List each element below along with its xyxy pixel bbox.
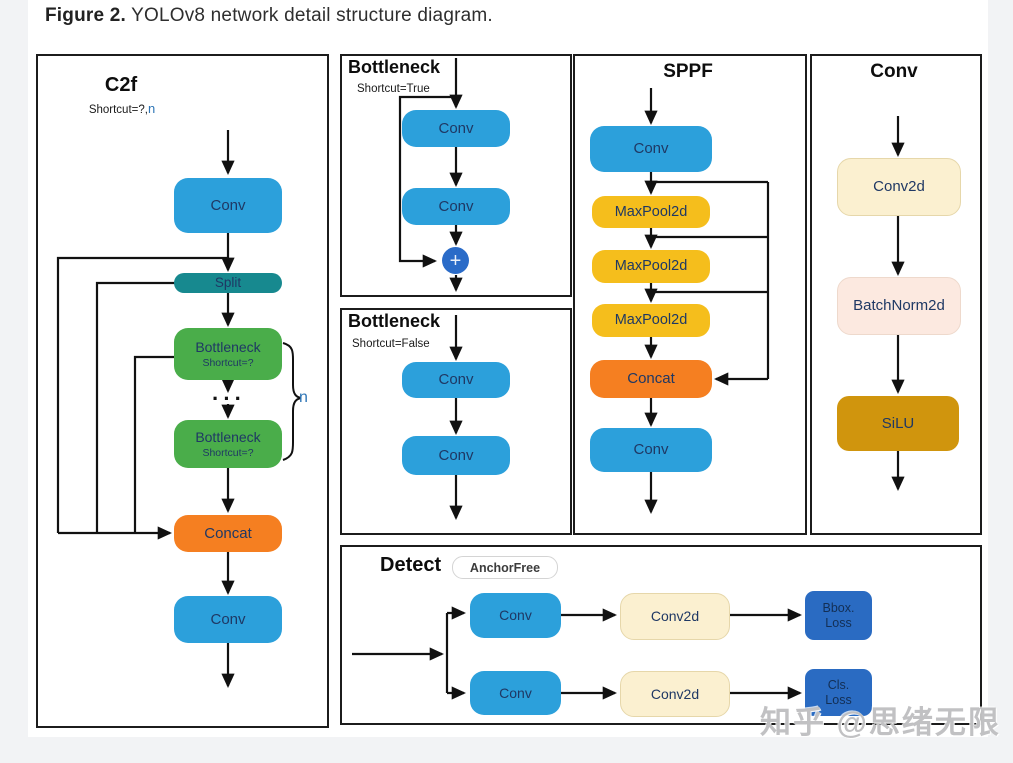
detect-title: Detect bbox=[380, 554, 442, 576]
c2f-subtitle-n: n bbox=[147, 101, 156, 116]
c2f-split-node: Split bbox=[174, 273, 282, 293]
c2f-conv-out-node: Conv bbox=[174, 596, 282, 643]
figure-caption-text: YOLOv8 network detail structure diagram. bbox=[125, 5, 493, 26]
bottleneck-true-title: Bottleneck bbox=[348, 57, 441, 77]
detect-cls-loss-node: Cls. Loss bbox=[805, 669, 872, 716]
figure-caption-number: Figure 2. bbox=[45, 5, 126, 26]
bottleneck-false-conv1-node: Conv bbox=[402, 362, 510, 398]
cls-loss-line1: Cls. bbox=[827, 678, 850, 693]
c2f-panel bbox=[36, 54, 329, 728]
bottleneck-false-conv2-node: Conv bbox=[402, 436, 510, 475]
sppf-conv-out-node: Conv bbox=[590, 428, 712, 472]
sppf-panel bbox=[573, 54, 807, 535]
bbox-loss-line1: Bbox. bbox=[822, 601, 855, 616]
c2f-conv-in-node: Conv bbox=[174, 178, 282, 233]
conv-panel bbox=[810, 54, 982, 535]
c2f-ellipsis: ··· bbox=[212, 386, 246, 411]
figure-caption: Figure 2. YOLOv8 network detail structur… bbox=[45, 5, 493, 27]
c2f-bottleneck-bottom-label: Bottleneck bbox=[195, 428, 261, 445]
add-operation-icon: + bbox=[442, 247, 469, 274]
zhihu-watermark: 知乎 @思绪无限 bbox=[760, 705, 1001, 740]
c2f-concat-node: Concat bbox=[174, 515, 282, 552]
c2f-bottleneck-bottom-node: Bottleneck Shortcut=? bbox=[174, 420, 282, 468]
c2f-bottleneck-top-label: Bottleneck bbox=[195, 338, 261, 355]
bottleneck-false-subtitle: Shortcut=False bbox=[352, 338, 430, 350]
bottleneck-false-panel bbox=[340, 308, 572, 535]
c2f-subtitle-text: Shortcut=?, bbox=[88, 104, 148, 116]
sppf-maxpool2-node: MaxPool2d bbox=[592, 250, 710, 283]
sppf-maxpool1-node: MaxPool2d bbox=[592, 196, 710, 228]
c2f-bottleneck-top-node: Bottleneck Shortcut=? bbox=[174, 328, 282, 380]
detect-panel bbox=[340, 545, 982, 725]
c2f-title: C2f bbox=[104, 74, 138, 96]
conv-block-silu-node: SiLU bbox=[837, 396, 959, 451]
conv-block-title: Conv bbox=[870, 61, 918, 82]
sppf-title: SPPF bbox=[663, 61, 713, 82]
detect-conv2d-top-node: Conv2d bbox=[620, 593, 730, 640]
conv-block-batchnorm-node: BatchNorm2d bbox=[837, 277, 961, 335]
c2f-subtitle: Shortcut=?,n bbox=[58, 101, 186, 116]
detect-conv2d-bottom-node: Conv2d bbox=[620, 671, 730, 717]
bbox-loss-line2: Loss bbox=[825, 615, 852, 630]
cls-loss-line2: Loss bbox=[825, 692, 852, 707]
sppf-maxpool3-node: MaxPool2d bbox=[592, 304, 710, 337]
sppf-conv-in-node: Conv bbox=[590, 126, 712, 172]
anchorfree-badge: AnchorFree bbox=[452, 556, 558, 579]
conv-block-conv2d-node: Conv2d bbox=[837, 158, 961, 216]
bottleneck-true-conv2-node: Conv bbox=[402, 188, 510, 225]
detect-conv-top-node: Conv bbox=[470, 593, 561, 638]
bottleneck-true-subtitle: Shortcut=True bbox=[357, 83, 430, 95]
bottleneck-true-panel bbox=[340, 54, 572, 297]
detect-bbox-loss-node: Bbox. Loss bbox=[805, 591, 872, 640]
c2f-n-repeat-label: n bbox=[299, 389, 308, 406]
bottleneck-true-conv1-node: Conv bbox=[402, 110, 510, 147]
c2f-bottleneck-bottom-sub: Shortcut=? bbox=[202, 447, 254, 460]
detect-conv-bottom-node: Conv bbox=[470, 671, 561, 715]
bottleneck-false-title: Bottleneck bbox=[348, 311, 441, 331]
sppf-concat-node: Concat bbox=[590, 360, 712, 398]
c2f-bottleneck-top-sub: Shortcut=? bbox=[202, 357, 254, 370]
